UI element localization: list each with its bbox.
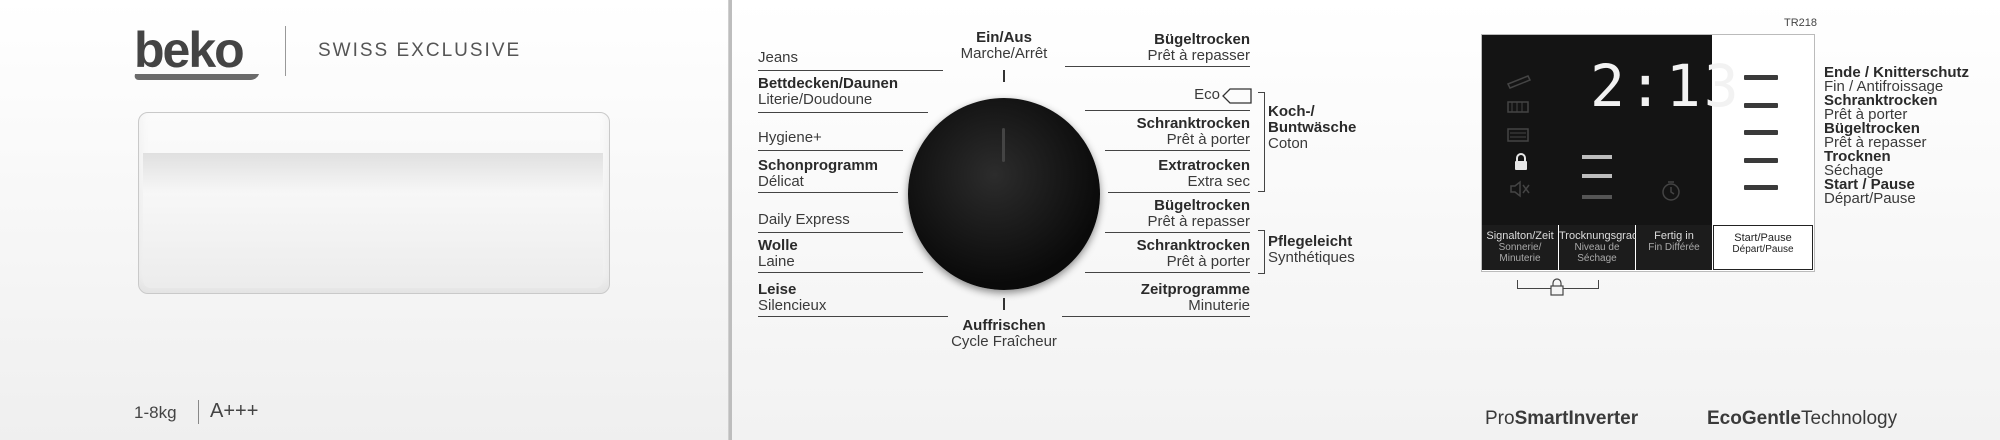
signal-time-button[interactable]: Signalton/Zeit Sonnerie/ Minuterie [1482, 225, 1558, 270]
water-tank-icon [1507, 128, 1529, 142]
indicator-led-2 [1744, 103, 1778, 108]
ecogentle-logo: EcoGentleTechnology [1707, 408, 1898, 429]
drawer-recess [143, 153, 603, 288]
indicator-led-4 [1744, 158, 1778, 163]
leader-bettdecken [758, 112, 928, 113]
dial-label-bottom: Auffrischen Cycle Fraîcheur [951, 317, 1057, 350]
group-bracket-cotton [1258, 92, 1265, 192]
program-daily-express[interactable]: Daily Express [758, 211, 850, 228]
delay-end-button[interactable]: Fertig in Fin Différée [1636, 225, 1712, 270]
group-bracket-synth [1258, 230, 1265, 274]
program-dial[interactable] [908, 98, 1100, 290]
leader-hygiene [758, 150, 903, 151]
start-pause-button[interactable]: Start/Pause Départ/Pause [1713, 225, 1813, 270]
brand-logo-text: beko [134, 22, 245, 78]
filter-icon [1507, 101, 1529, 113]
delay-timer-icon [1662, 181, 1680, 201]
indicator-led-3 [1744, 130, 1778, 135]
energy-class: A+++ [210, 400, 259, 422]
prosmartinverter-logo: ProSmartInverter [1485, 408, 1639, 429]
sound-off-icon [1510, 180, 1530, 198]
leader-daily-express [758, 232, 903, 233]
brand-divider [285, 26, 286, 76]
program-eco[interactable]: Eco [1194, 86, 1220, 103]
indicator-led-5 [1744, 185, 1778, 190]
brand-series: SWISS EXCLUSIVE [318, 40, 522, 61]
brand-logo: beko [132, 22, 260, 80]
brand-logo-swoosh [132, 74, 260, 80]
leader-eco [1085, 110, 1250, 111]
display-time: 2:13 [1590, 52, 1742, 120]
group-synthetics: Pflegeleicht Synthétiques [1268, 233, 1355, 266]
capacity-divider [198, 400, 199, 424]
indicator-led-1 [1744, 75, 1778, 80]
detergent-drawer-handle[interactable] [138, 112, 610, 294]
leader-buegeltrocken-cotton [1065, 66, 1250, 67]
child-lock-hint-icon [1550, 278, 1564, 296]
leader-schranktrocken-cotton [1105, 150, 1250, 151]
dryness-level-button[interactable]: Trocknungsgrad Niveau de Séchage [1559, 225, 1638, 270]
sensor-icon [1506, 75, 1532, 89]
section-divider [729, 0, 732, 440]
group-cotton: Koch-/ Buntwäsche Coton [1268, 103, 1357, 152]
leader-leise [758, 316, 948, 317]
program-dial-indicator [1002, 128, 1005, 162]
eco-arrow-icon [1222, 88, 1252, 104]
dryness-bar-1 [1582, 155, 1612, 159]
child-lock-icon [1515, 153, 1527, 170]
dial-tick-top [1003, 70, 1005, 82]
program-hygiene[interactable]: Hygiene+ [758, 129, 822, 146]
leader-wolle [758, 272, 923, 273]
leader-extratrocken [1108, 192, 1250, 193]
dryness-bar-2 [1582, 174, 1612, 178]
leader-jeans [758, 70, 943, 71]
dryness-bar-3 [1582, 195, 1612, 199]
dial-label-top: Ein/Aus Marche/Arrêt [960, 29, 1048, 62]
dial-tick-bottom [1003, 298, 1005, 310]
leader-buegeltrocken-synth [1105, 232, 1250, 233]
capacity-label: 1-8kg [134, 403, 177, 422]
leader-schonprogramm [758, 192, 898, 193]
leader-zeitprogramme [1062, 316, 1250, 317]
leader-schranktrocken-synth [1085, 272, 1250, 273]
display-model: TR218 [1784, 17, 1818, 29]
program-jeans[interactable]: Jeans [758, 49, 799, 66]
